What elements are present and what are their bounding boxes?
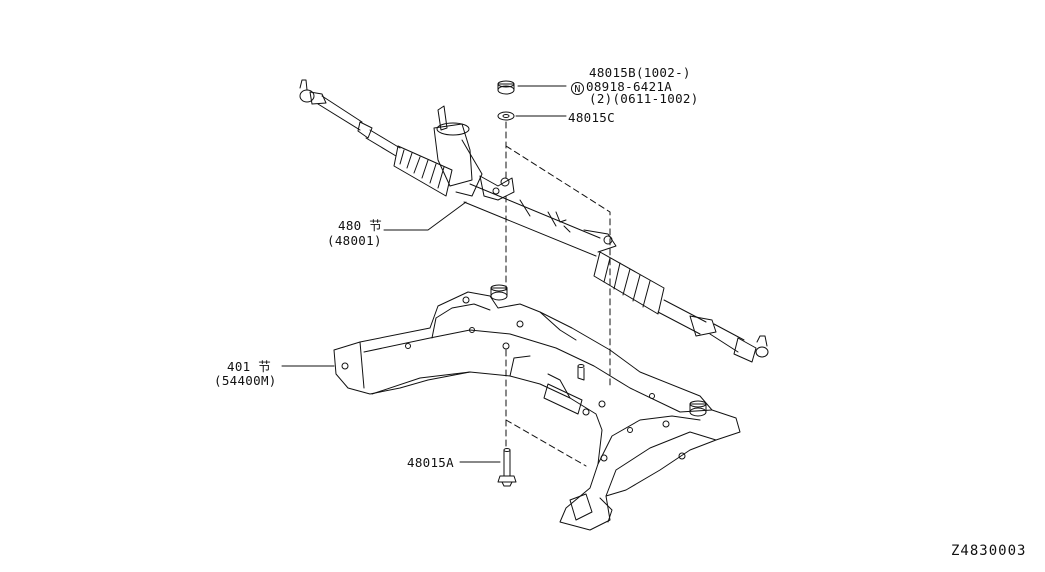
diagram-code: Z4830003 (951, 543, 1027, 559)
label-48015b: 48015B(1002-) (589, 65, 691, 80)
crossmember (333, 284, 741, 531)
steering-gear-assembly (299, 79, 769, 363)
n-mark-icon: N (571, 82, 584, 95)
washer-48015c (497, 111, 515, 121)
label-401: 401 节 (227, 359, 272, 374)
alignment-lines (505, 121, 611, 467)
label-qty-date: (2)(0611-1002) (589, 91, 699, 106)
label-48015c: 48015C (568, 110, 615, 125)
label-54400m: (54400M) (214, 373, 277, 388)
label-48015a: 48015A (407, 455, 454, 470)
label-48001: (48001) (327, 233, 382, 248)
nut-48015b (497, 80, 515, 95)
label-480: 480 节 (338, 218, 383, 233)
leader-lines (281, 85, 567, 463)
bolt-48015a (497, 448, 517, 487)
